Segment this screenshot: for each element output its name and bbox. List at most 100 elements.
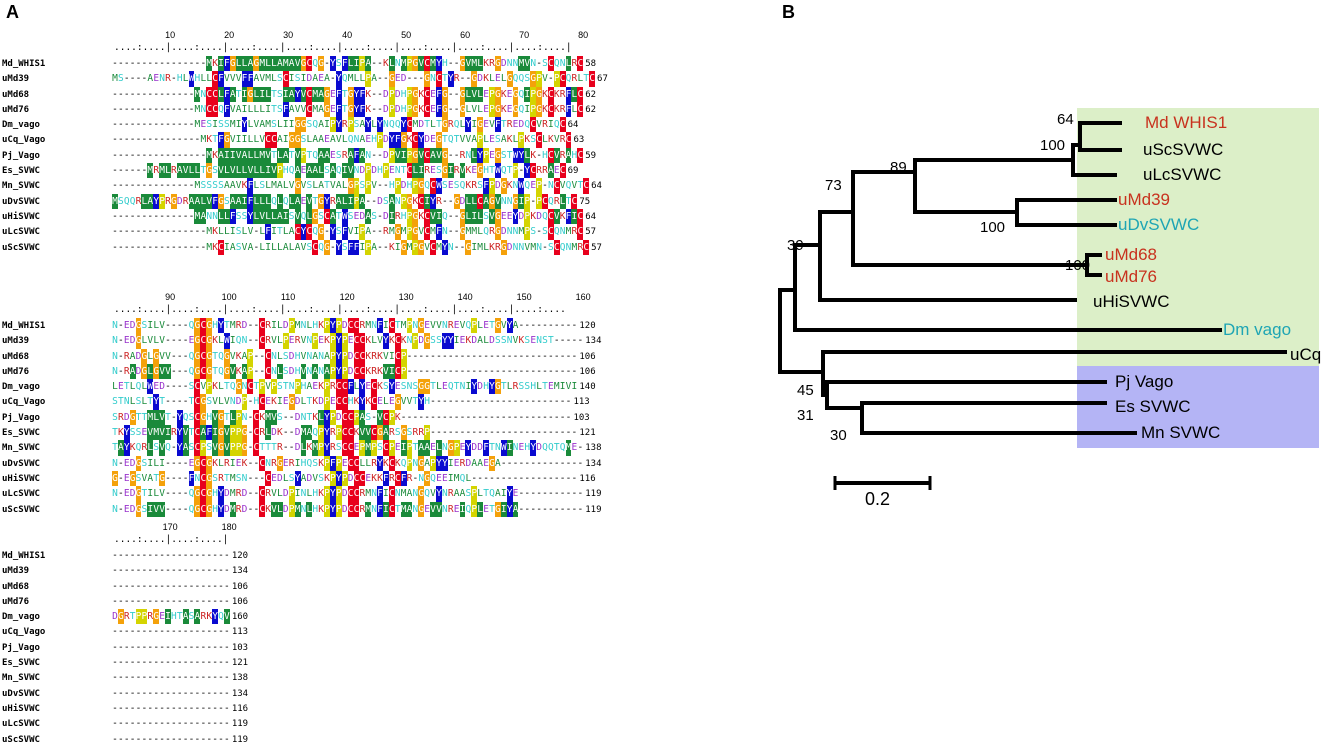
ruler-number: 70 <box>519 30 530 40</box>
sequence-name: uDvSVWC <box>2 688 40 699</box>
sequence-name: Mn_SVWC <box>2 443 40 454</box>
ruler-ticks: ....:....|....:....|....:....|....:....|… <box>114 42 572 53</box>
sequence-residues: ------MRMLRAVLLTGSVLVLLVLLIVPHQAEAALSAQI… <box>112 163 566 179</box>
alignment-row: uMd76 --------------------106 <box>2 594 248 609</box>
sequence-length: 59 <box>585 150 597 161</box>
sequence-length: 119 <box>585 489 602 500</box>
ruler-number: 50 <box>401 30 412 40</box>
sequence-length: 121 <box>579 428 596 439</box>
sequence-residues: ----------------MKIFGLLAGMLLAMAVGCQG-YSF… <box>112 56 584 72</box>
bootstrap-value: 100 <box>1065 257 1090 274</box>
sequence-name: Dm_vago <box>2 120 40 131</box>
sequence-residues: N-RADGLGVV---QGCGTQGVKAP--CNLSDHVNANAPYP… <box>112 363 577 380</box>
leaf-label: uScSVWC <box>1143 140 1223 159</box>
alignment-row: uScSVWC --------------------119 <box>2 732 248 747</box>
sequence-name: uHiSVWC <box>2 703 40 714</box>
ruler-number: 20 <box>224 30 235 40</box>
sequence-name: uScSVWC <box>2 242 40 253</box>
sequence-residues: --------------MESISSMIYLVAMSLIIGGSQAIPYR… <box>112 117 566 133</box>
sequence-residues: ----------------MKCIASVA-LILLALAVSCQG-YS… <box>112 239 590 255</box>
sequence-name: uLcSVWC <box>2 227 40 238</box>
leaf-label: Dm vago <box>1223 320 1291 339</box>
sequence-residues: ---------------MKTFGVIILLVCCAIGGSLAAEAVL… <box>112 132 572 148</box>
sequence-residues: -------------------- <box>112 718 230 730</box>
sequence-name: uMd76 <box>2 596 30 607</box>
alignment-row: Es_SVWC------MRMLRAVLLTGSVLVLLVLLIVPHQAE… <box>2 163 608 179</box>
sequence-name: uMd68 <box>2 581 30 592</box>
sequence-residues: -------------------- <box>112 626 230 638</box>
sequence-residues: -------------------- <box>112 657 230 669</box>
sequence-length: 57 <box>591 242 602 253</box>
alignment-row: uHiSVWC --------------------116 <box>2 701 248 716</box>
sequence-residues: STNLSLTYT----TCGSVLVNDP-HCEKIEGDLTKDPECC… <box>112 394 571 410</box>
sequence-length: 134 <box>585 458 602 469</box>
sequence-residues: N-EDGTILV----QGCGHYDMRD--CRVLDPINLHKPYPD… <box>112 486 583 502</box>
bootstrap-value: 73 <box>825 177 842 194</box>
ruler-number: 110 <box>280 292 296 302</box>
sequence-name: uScSVWC <box>2 734 40 745</box>
sequence-length: 103 <box>231 642 249 653</box>
alignment-row: uMd39--------------------134 <box>2 563 248 578</box>
ruler-number: 120 <box>339 292 355 302</box>
alignment-row: uMd68--------------MNCCLFATIGLILTSIAYVCM… <box>2 86 608 102</box>
sequence-residues: -------------------- <box>112 733 230 745</box>
sequence-length: 121 <box>231 658 249 669</box>
sequence-name: Mn_SVWC <box>2 673 40 684</box>
sequence-residues: DGRTPPRGEIHTASARKYQV <box>112 609 230 625</box>
sequence-name: uCq_Vago <box>2 135 46 146</box>
sequence-name: uLcSVWC <box>2 489 40 500</box>
sequence-length: 120 <box>231 551 249 561</box>
sequence-name: Es_SVWC <box>2 658 40 669</box>
sequence-length: 106 <box>231 596 249 607</box>
ruler-number: 100 <box>221 292 237 302</box>
sequence-length: 106 <box>579 366 596 377</box>
sequence-residues: --------------MANNLLFSSYLVLLAISVQLGSCATW… <box>112 208 584 225</box>
leaf-label: uMd39 <box>1118 190 1170 209</box>
sequence-residues: -------------------- <box>112 565 230 577</box>
sequence-name: Mn_SVWC <box>2 181 40 192</box>
phylogenetic-tree: Md WHIS1uScSVWCuLcSVWCuMd39uDvSVWCuMd68u… <box>778 108 1325 509</box>
alignment-row: uLcSVWC----------------MKLLISLV-LFITLACY… <box>2 224 608 240</box>
sequence-name: Dm_vago <box>2 382 40 393</box>
alignment-row: Md_WHIS1--------------------120 <box>2 548 248 563</box>
alignment-row: Dm_vago --------------MESISSMIYLVAMSLIIGG… <box>2 117 608 133</box>
sequence-name: Dm_vago <box>2 612 40 623</box>
alignment-row: uCq_Vago--------------------113 <box>2 624 248 639</box>
ruler-number: 80 <box>578 30 589 40</box>
sequence-length: 67 <box>597 74 608 85</box>
sequence-length: 69 <box>567 166 579 177</box>
sequence-length: 119 <box>231 734 249 745</box>
sequence-name: uDvSVWC <box>2 458 40 469</box>
sequence-length: 106 <box>231 581 249 592</box>
sequence-length: 75 <box>579 196 591 207</box>
panel-b-label: B <box>782 2 795 22</box>
alignment-row: Pj_Vago SRDGTTMLVT-YQSCGHVGTLPN-CKMVS--DN… <box>2 409 602 426</box>
sequence-residues: -------------------- <box>112 702 230 714</box>
sequence-length: 116 <box>231 703 249 714</box>
sequence-name: Es_SVWC <box>2 428 40 439</box>
sequence-residues: -------------------- <box>112 595 230 607</box>
sequence-name: Md_WHIS1 <box>2 321 46 331</box>
bootstrap-value: 100 <box>1040 137 1065 154</box>
sequence-residues: -------------------- <box>112 687 230 699</box>
leaf-label: uMd68 <box>1105 245 1157 264</box>
alignment-row: Md_WHIS1----------------MKIFGLLAGMLLAMAV… <box>2 56 608 72</box>
sequence-name: Pj_Vago <box>2 412 40 423</box>
ruler-number: 180 <box>221 522 237 532</box>
sequence-name: uHiSVWC <box>2 211 40 222</box>
sequence-residues: -------------------- <box>112 580 230 592</box>
sequence-residues: SRDGTTMLVT-YQSCGHVGTLPN-CKMVS--DNTKLYPDC… <box>112 409 571 426</box>
sequence-length: 119 <box>231 719 249 730</box>
sequence-length: 113 <box>573 397 590 408</box>
bootstrap-value: 30 <box>830 427 847 444</box>
bootstrap-value: 89 <box>890 159 907 176</box>
sequence-name: uMd39 <box>2 336 30 347</box>
sequence-name: uMd68 <box>2 351 30 362</box>
